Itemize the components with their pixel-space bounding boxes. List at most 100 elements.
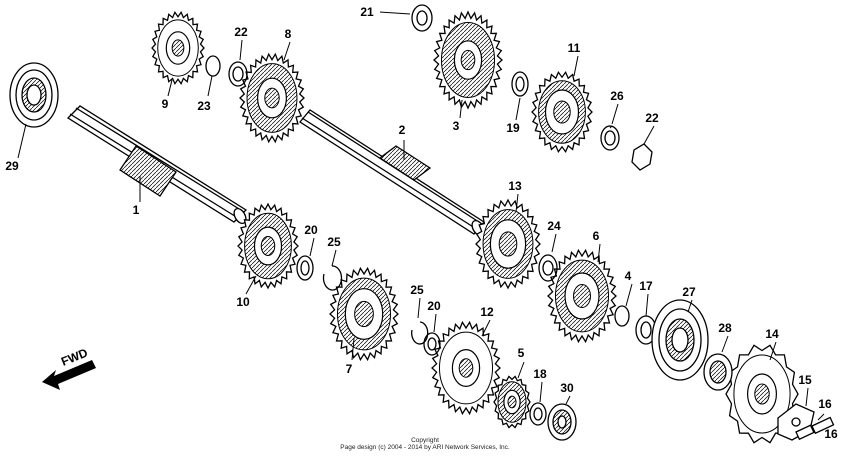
leader-line: [817, 413, 825, 421]
part-label-16: 16: [824, 427, 838, 441]
clip-25-left: [322, 265, 343, 291]
part-label-3: 3: [453, 119, 460, 133]
part-label-16: 16: [818, 397, 832, 411]
washer-22-right: [631, 143, 653, 171]
copyright-line-2: Page design (c) 2004 - 2014 by ARI Netwo…: [340, 444, 510, 451]
washer-19: [511, 71, 529, 97]
leader-line: [515, 97, 521, 121]
part-label-5: 5: [518, 346, 525, 360]
part-label-25: 25: [410, 283, 424, 297]
part-label-10: 10: [236, 295, 250, 309]
leader-line: [643, 125, 655, 145]
gears-layer: [151, 10, 799, 444]
part-label-13: 13: [508, 179, 522, 193]
gear-3: [433, 10, 503, 110]
part-label-2: 2: [399, 123, 406, 137]
part-label-1: 1: [133, 203, 140, 217]
washer-4: [614, 305, 630, 327]
part-label-20: 20: [304, 223, 318, 237]
part-label-11: 11: [568, 41, 581, 55]
leader-line: [417, 297, 421, 319]
gear-8: [239, 52, 305, 144]
leader-line: [433, 313, 437, 333]
leader-line: [645, 293, 649, 317]
washer-18: [529, 402, 547, 426]
leader-line: [573, 55, 579, 77]
washer-20-right: [423, 332, 441, 356]
leader-line: [609, 125, 613, 129]
washer-26: [600, 125, 620, 151]
leader-line: [309, 237, 315, 257]
leader-line: [331, 249, 337, 267]
leader-line: [805, 387, 809, 407]
leader-line: [721, 335, 729, 353]
mainshaft: [66, 105, 248, 225]
oil-seal-28: [703, 353, 733, 391]
gear-12: [431, 320, 501, 416]
part-label-26: 26: [610, 89, 624, 103]
part-label-24: 24: [547, 219, 561, 233]
leader-line: [379, 11, 411, 15]
leader-line: [539, 381, 543, 403]
leader-line: [515, 193, 519, 213]
part-label-25: 25: [327, 235, 341, 249]
washer-21: [411, 4, 433, 32]
leader-line: [481, 319, 491, 337]
leader-line: [611, 103, 619, 125]
part-label-20: 20: [427, 299, 441, 313]
bearing-30: [547, 403, 577, 441]
leader-line: [283, 41, 291, 61]
part-label-8: 8: [285, 27, 292, 41]
gear-9: [151, 10, 205, 86]
part-label-18: 18: [533, 367, 547, 381]
forward-direction-arrow: FWD: [42, 345, 96, 390]
part-label-28: 28: [718, 321, 732, 335]
leader-line: [517, 361, 525, 379]
countershaft: [299, 109, 485, 237]
part-label-23: 23: [197, 99, 211, 113]
part-label-15: 15: [798, 373, 812, 387]
leader-line: [625, 283, 633, 307]
bearing-27: [651, 299, 709, 381]
part-label-14: 14: [765, 327, 779, 341]
leader-line: [17, 123, 27, 159]
part-label-6: 6: [593, 229, 600, 243]
leader-line: [351, 337, 355, 361]
leader-line: [459, 99, 463, 119]
gear-5: [493, 375, 531, 429]
gear-13: [475, 198, 541, 290]
leader-line: [597, 243, 601, 263]
clip-23: [205, 55, 221, 77]
part-label-9: 9: [162, 97, 169, 111]
part-label-29: 29: [5, 159, 19, 173]
gear-11: [531, 71, 593, 153]
part-label-4: 4: [625, 269, 632, 283]
part-label-22: 22: [645, 111, 659, 125]
washer-22-left: [228, 61, 248, 87]
gear-10: [237, 202, 299, 290]
part-label-22: 22: [234, 25, 248, 39]
leader-line: [167, 79, 173, 97]
leader-line: [245, 275, 257, 295]
part-label-19: 19: [506, 121, 520, 135]
leader-line: [565, 395, 571, 405]
part-label-17: 17: [639, 279, 653, 293]
leader-line: [239, 39, 243, 61]
part-label-7: 7: [346, 362, 353, 376]
gear-7: [329, 266, 399, 362]
bolts-16: [795, 416, 835, 441]
part-label-12: 12: [480, 305, 494, 319]
part-label-21: 21: [360, 5, 374, 19]
bearing-29: [9, 62, 59, 128]
leader-line: [687, 299, 693, 313]
leader-line: [207, 75, 213, 97]
leader-line: [551, 233, 557, 253]
copyright-line-1: Copyright: [411, 437, 439, 444]
gear-6: [547, 248, 617, 344]
washer-24: [538, 254, 558, 282]
washer-20-left: [296, 255, 314, 281]
leader-lines: [17, 11, 825, 421]
